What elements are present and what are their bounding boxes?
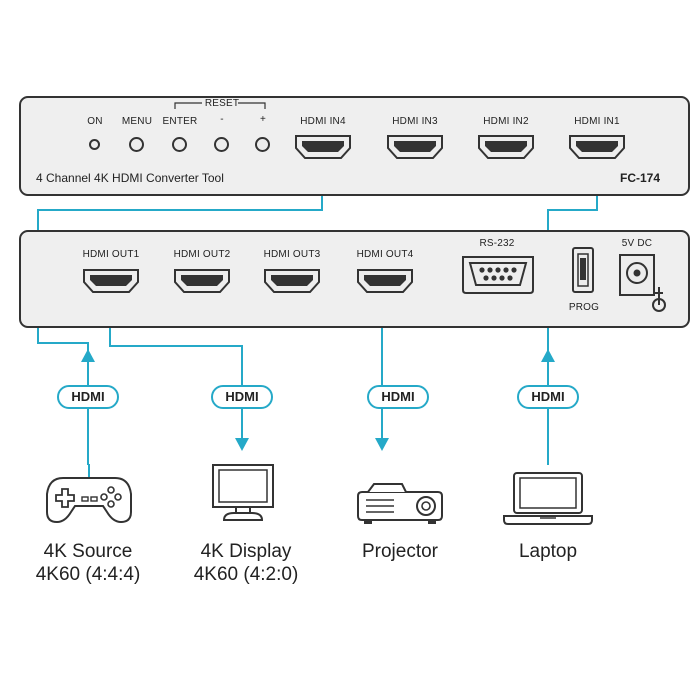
gamepad-icon — [46, 464, 132, 524]
hdmi-out4-port[interactable] — [356, 268, 414, 294]
hdmi-in2-label: HDMI IN2 — [483, 116, 529, 127]
arrow-up-laptop — [541, 349, 555, 362]
hdmi-out1-label: HDMI OUT1 — [82, 249, 140, 260]
hdmi-in4-label: HDMI IN4 — [300, 116, 346, 127]
monitor-icon — [212, 464, 274, 521]
reset-label: RESET — [204, 98, 240, 109]
on-label: ON — [87, 116, 103, 127]
arrow-down-projector — [375, 438, 389, 451]
menu-button[interactable] — [129, 137, 144, 152]
dc-power-jack[interactable] — [616, 253, 658, 315]
arrow-up-source — [81, 349, 95, 362]
enter-button[interactable] — [172, 137, 187, 152]
reset-minus-label: - — [220, 114, 224, 125]
laptop-icon — [503, 472, 593, 525]
model-number: FC-174 — [620, 171, 661, 185]
arrow-down-display — [235, 438, 249, 451]
on-led-indicator — [89, 139, 100, 150]
enter-label: ENTER — [162, 116, 198, 127]
laptop-device-label: Laptop — [518, 541, 578, 562]
hdmi-pill-projector: HDMI — [367, 385, 429, 409]
rs232-port[interactable] — [460, 254, 536, 296]
hdmi-pill-display: HDMI — [211, 385, 273, 409]
hdmi-out1-port[interactable] — [82, 268, 140, 294]
hdmi-out3-label: HDMI OUT3 — [263, 249, 321, 260]
menu-label: MENU — [121, 116, 153, 127]
hdmi-pill-laptop: HDMI — [517, 385, 579, 409]
reset-plus-label: + — [259, 114, 267, 125]
usb-prog-port[interactable] — [571, 246, 595, 294]
reset-bracket — [174, 102, 266, 109]
hdmi-in2-port[interactable] — [477, 134, 535, 160]
product-description: 4 Channel 4K HDMI Converter Tool — [36, 171, 224, 185]
projector-icon — [357, 483, 443, 524]
hdmi-in4-port[interactable] — [294, 134, 352, 160]
hdmi-out2-label: HDMI OUT2 — [173, 249, 231, 260]
power-symbol-icon — [652, 287, 666, 312]
reset-minus-button[interactable] — [214, 137, 229, 152]
projector-device-label: Projector — [361, 541, 439, 562]
hdmi-in3-port[interactable] — [386, 134, 444, 160]
hdmi-out3-port[interactable] — [263, 268, 321, 294]
prog-label: PROG — [568, 302, 600, 313]
hdmi-in1-port[interactable] — [568, 134, 626, 160]
reset-plus-button[interactable] — [255, 137, 270, 152]
hdmi-out2-port[interactable] — [173, 268, 231, 294]
hdmi-in1-label: HDMI IN1 — [574, 116, 620, 127]
hdmi-pill-source: HDMI — [57, 385, 119, 409]
rs232-label: RS-232 — [479, 238, 515, 249]
hdmi-out4-label: HDMI OUT4 — [356, 249, 414, 260]
power-label: 5V DC — [621, 238, 653, 249]
hdmi-in3-label: HDMI IN3 — [392, 116, 438, 127]
